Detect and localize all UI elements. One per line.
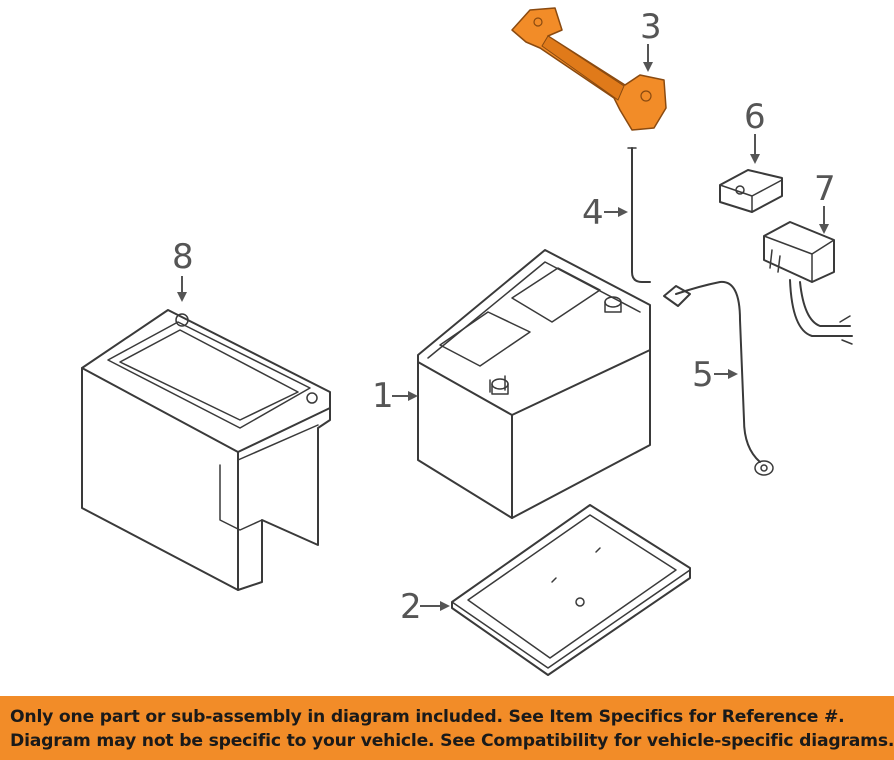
part-8-battery-cover [81, 309, 331, 591]
callout-4: 4 [582, 193, 628, 233]
callout-5: 5 [692, 355, 738, 395]
svg-text:3: 3 [640, 7, 662, 47]
part-4-rod [627, 147, 651, 283]
disclaimer-line-1: Only one part or sub-assembly in diagram… [10, 707, 845, 727]
svg-text:5: 5 [692, 355, 714, 395]
svg-text:7: 7 [814, 169, 836, 209]
callout-6: 6 [744, 97, 766, 164]
svg-text:2: 2 [400, 587, 422, 627]
svg-text:8: 8 [172, 237, 194, 277]
disclaimer-line-2: Diagram may not be specific to your vehi… [10, 731, 894, 751]
svg-text:1: 1 [372, 376, 394, 416]
part-2-battery-tray [451, 504, 691, 676]
disclaimer-banner: Only one part or sub-assembly in diagram… [0, 696, 894, 760]
callout-7: 7 [814, 169, 836, 234]
part-1-battery [417, 249, 651, 519]
callout-1: 1 [372, 376, 418, 416]
part-3-hold-down-bracket [511, 7, 667, 131]
svg-text:4: 4 [582, 193, 604, 233]
parts-diagram: 1 2 3 4 5 6 7 8 [81, 7, 853, 676]
part-7-terminal-cable [763, 221, 853, 345]
part-6-terminal-cap [719, 169, 783, 213]
svg-text:6: 6 [744, 97, 766, 137]
callout-2: 2 [400, 587, 450, 627]
part-5-ground-cable [663, 280, 774, 476]
callout-8: 8 [172, 237, 194, 302]
callout-3: 3 [640, 7, 662, 72]
